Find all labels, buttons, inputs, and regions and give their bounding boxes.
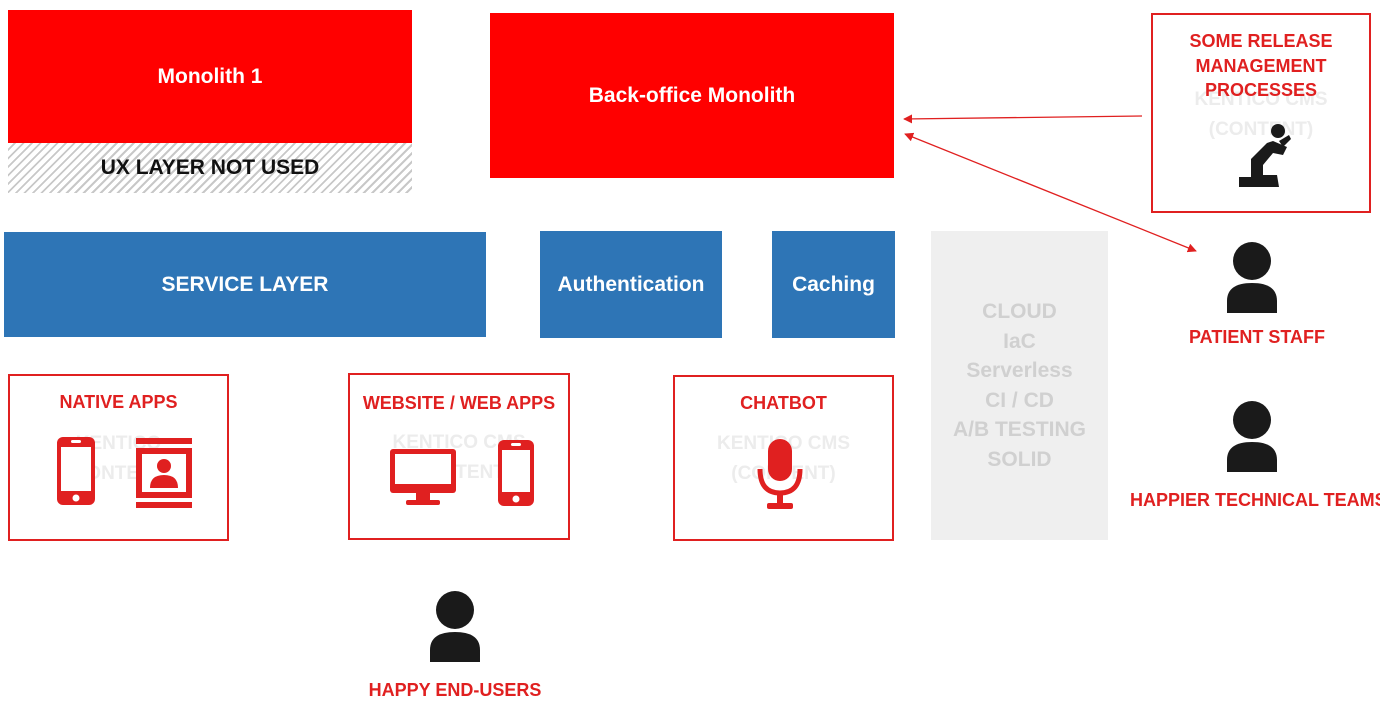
arrow-icon — [904, 132, 1197, 253]
ux-layer-not-used-band: UX LAYER NOT USED — [8, 143, 412, 193]
back-office-monolith-title: Back-office Monolith — [588, 83, 796, 107]
cloud-item: SOLID — [987, 447, 1052, 471]
native-apps-box: NATIVE APPS KENTICO (CONTENT) — [8, 374, 229, 541]
happy-end-users-label: HAPPY END-USERS — [368, 680, 542, 700]
monolith-1-title: Monolith 1 — [157, 64, 263, 88]
cloud-item: IaC — [1003, 329, 1036, 353]
ux-layer-not-used-label: UX LAYER NOT USED — [100, 156, 320, 179]
cloud-item: CI / CD — [985, 388, 1054, 412]
cloud-practices-panel: CLOUD IaC Serverless CI / CD A/B TESTING… — [931, 231, 1108, 540]
person-icon — [1227, 401, 1277, 472]
caching-box: Caching — [772, 231, 895, 338]
cloud-item: Serverless — [966, 359, 1073, 382]
cloud-item: CLOUD — [982, 300, 1057, 323]
person-icon — [430, 591, 480, 662]
arrow-icon — [903, 114, 1143, 124]
website-web-apps-box: WEBSITE / WEB APPS KENTICO CMS (CONTENT) — [348, 373, 570, 540]
mobile-phone-icon — [57, 437, 95, 505]
happier-technical-teams-label: HAPPIER TECHNICAL TEAMS — [1130, 490, 1380, 510]
website-web-apps-title: WEBSITE / WEB APPS — [362, 393, 556, 413]
release-ghost-text: KENTICO CMS (CONTENT) — [1194, 89, 1328, 140]
cloud-item: A/B TESTING — [952, 418, 1086, 441]
kneeling-person-icon — [1239, 124, 1291, 187]
chatbot-title: CHATBOT — [740, 393, 827, 413]
caching-label: Caching — [792, 272, 875, 296]
authentication-box: Authentication — [540, 231, 722, 338]
service-layer-box: SERVICE LAYER — [4, 232, 486, 337]
release-management-title: SOME RELEASE MANAGEMENT PROCESSES — [1189, 31, 1333, 100]
back-office-monolith-box: Back-office Monolith — [490, 13, 894, 178]
chatbot-box: CHATBOT KENTICO CMS (CONTENT) — [673, 375, 894, 541]
person-icon — [1227, 242, 1277, 313]
microphone-icon — [757, 439, 803, 509]
patient-staff-label: PATIENT STAFF — [1189, 327, 1325, 347]
service-layer-label: SERVICE LAYER — [161, 272, 329, 296]
mobile-phone-icon — [498, 440, 534, 506]
contact-card-icon — [136, 438, 192, 508]
native-apps-title: NATIVE APPS — [59, 392, 178, 412]
authentication-label: Authentication — [557, 272, 705, 296]
monolith-1-box: Monolith 1 — [8, 10, 412, 143]
desktop-monitor-icon — [390, 449, 456, 505]
